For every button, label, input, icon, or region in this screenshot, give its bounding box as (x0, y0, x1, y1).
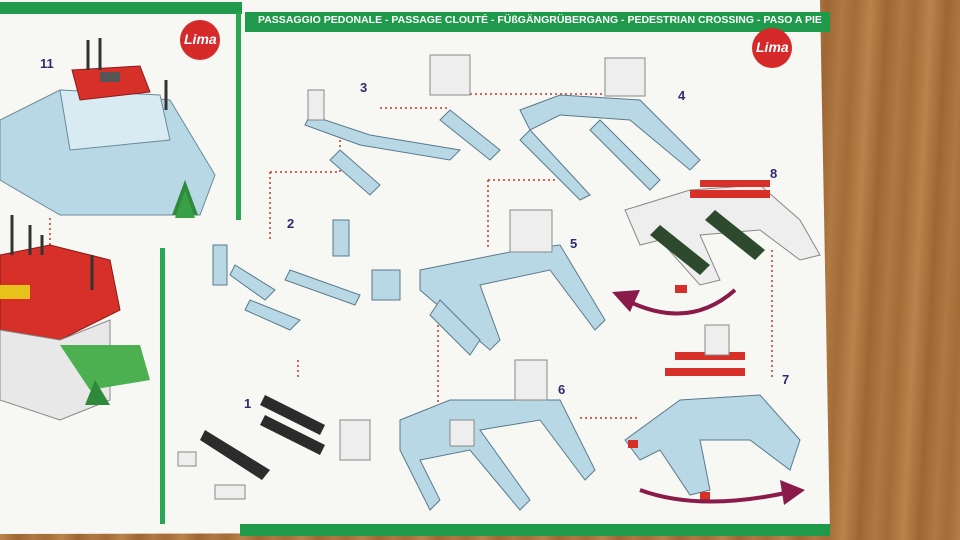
top-border-band-left (0, 2, 242, 14)
rotation-arrows (629, 288, 791, 504)
arrow-head-left (612, 290, 640, 312)
step-number-6: 6 (558, 382, 566, 397)
step-7-parts (624, 324, 801, 500)
step-11-building (0, 38, 216, 218)
step-number-11: 11 (40, 56, 54, 71)
header-title: PASSAGGIO PEDONALE - PASSAGE CLOUTÉ - FÜ… (258, 14, 822, 26)
step-number-4: 4 (678, 88, 686, 103)
arrow-head-right (780, 480, 805, 505)
lima-logo-left: Lima (180, 20, 220, 62)
step-number-2: 2 (287, 216, 295, 231)
red-roof-building (0, 215, 150, 421)
step-8-parts (624, 180, 821, 293)
step-6-parts (399, 359, 596, 511)
step-number-5: 5 (570, 236, 578, 251)
bottom-border-band (240, 524, 830, 536)
divider-line-upper (236, 12, 241, 220)
divider-line-lower (160, 248, 165, 524)
step-5-parts (419, 209, 606, 356)
step-number-7: 7 (782, 372, 790, 387)
step-number-3: 3 (360, 80, 368, 95)
lima-logo-right: Lima (752, 28, 792, 70)
step-1-parts (177, 395, 371, 500)
step-2-parts (212, 219, 401, 331)
header-band (245, 12, 830, 32)
step-number-8: 8 (770, 166, 778, 181)
step-3-parts (304, 54, 501, 196)
step-4-parts (519, 57, 701, 201)
step-number-1: 1 (244, 396, 252, 411)
